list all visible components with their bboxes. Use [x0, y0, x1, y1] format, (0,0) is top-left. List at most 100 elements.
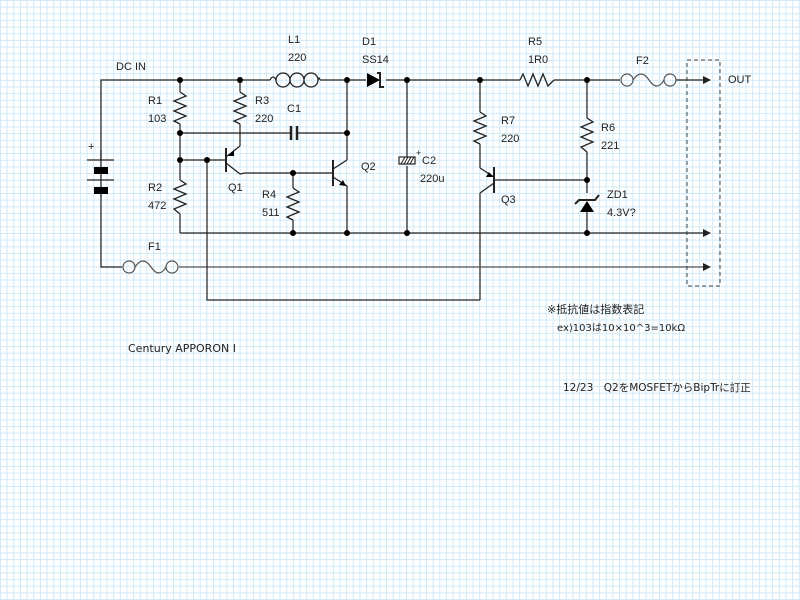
r3-value: 220: [255, 113, 273, 125]
out-arrow-bottom: [703, 263, 711, 271]
out-arrow-middle: [703, 229, 711, 237]
resistor-notation-example: ex)103は10×10^3=10kΩ: [557, 322, 685, 334]
c2-value: 220u: [420, 173, 444, 185]
r1-name: R1: [148, 95, 162, 107]
resistor-r6-zigzag: [579, 117, 595, 153]
r5-name: R5: [528, 36, 542, 48]
f1-name: F1: [148, 241, 161, 253]
resistor-r3-zigzag: [232, 91, 248, 125]
notes: ※抵抗値は指数表記 ex)103は10×10^3=10kΩ Century AP…: [128, 302, 751, 394]
r5-value: 1R0: [528, 54, 548, 66]
transistor-q3-collector: [479, 182, 495, 194]
junction-dot: [177, 130, 183, 136]
r4-value: 511: [262, 207, 280, 219]
junction-dot: [237, 77, 243, 83]
d1-name: D1: [362, 36, 376, 48]
junction-dot: [177, 157, 183, 163]
junctions: [177, 77, 590, 236]
junction-dot: [344, 230, 350, 236]
junction-dot: [584, 177, 590, 183]
resistor-r5: [519, 72, 555, 88]
junction-dot: [344, 77, 350, 83]
fuse-f2-right-end: [663, 73, 677, 87]
fuse-f2-wave: [632, 73, 665, 87]
l1-name: L1: [288, 34, 300, 46]
labels: DC IN OUT R1 103 R2 472 R3 220 R4 511 R5…: [116, 34, 752, 253]
inductor-l1-coils: [269, 72, 321, 88]
resistor-r2: [172, 179, 188, 215]
diode-d1-bar: [377, 72, 384, 88]
q3-name: Q3: [501, 194, 516, 206]
r6-value: 221: [601, 140, 619, 152]
inductor-l1: [269, 72, 321, 88]
q1-name: Q1: [228, 182, 243, 194]
resistor-r4-zigzag: [285, 187, 301, 221]
transistor-q1-collector: [225, 162, 241, 175]
f2-name: F2: [636, 55, 649, 67]
out-label: OUT: [728, 74, 752, 86]
fuse-f1-right-end: [165, 260, 179, 274]
output-connector-box: [686, 59, 721, 287]
diode-d1: [367, 72, 384, 88]
r2-name: R2: [148, 182, 162, 194]
wire-bottom-left: [100, 207, 122, 268]
zener-diode-zd1: [574, 194, 600, 212]
junction-dot: [477, 77, 483, 83]
capacitor-c2-hatch: [400, 156, 415, 165]
fuse-f1-left-end: [122, 260, 136, 274]
resistor-r1: [172, 91, 188, 125]
transistor-q1-arrow: [228, 150, 234, 156]
fuse-f2-left-end: [620, 73, 634, 87]
transistor-q3: [479, 167, 495, 194]
resistor-r5-zigzag: [519, 72, 555, 88]
l1-value: 220: [288, 52, 306, 64]
junction-dot: [344, 130, 350, 136]
battery-cell-bottom: [94, 187, 108, 194]
c2-name: C2: [422, 155, 436, 167]
c2-polarity: +: [416, 148, 421, 158]
fuse-f1: [122, 260, 179, 274]
battery-symbol: +: [87, 141, 114, 207]
r7-name: R7: [501, 115, 515, 127]
d1-value: SS14: [362, 54, 389, 66]
r2-value: 472: [148, 200, 166, 212]
resistor-notation-note: ※抵抗値は指数表記: [547, 302, 644, 316]
transistor-q2: [332, 159, 348, 187]
junction-dot: [404, 77, 410, 83]
diagram-title: Century APPORON I: [128, 342, 236, 355]
c1-name: C1: [287, 103, 301, 115]
resistor-r7: [472, 111, 488, 145]
capacitor-c1: [287, 126, 301, 140]
r3-name: R3: [255, 95, 269, 107]
resistor-r1-zigzag: [172, 91, 188, 125]
r7-value: 220: [501, 133, 519, 145]
resistor-r4: [285, 187, 301, 221]
zd1-value: 4.3V?: [607, 207, 636, 219]
transistor-q1: [225, 145, 241, 175]
transistor-q2-arrow: [339, 180, 346, 186]
transistor-q3-arrow: [486, 172, 493, 177]
resistor-r3: [232, 91, 248, 125]
revision-note: 12/23 Q2をMOSFETからBipTrに訂正: [563, 381, 751, 394]
wire-top-rail-left: [100, 79, 270, 197]
resistor-r2-zigzag: [172, 179, 188, 215]
junction-dot: [204, 157, 210, 163]
resistor-r7-zigzag: [472, 111, 488, 145]
r6-name: R6: [601, 122, 615, 134]
out-arrow-top: [703, 76, 711, 84]
wires: [100, 76, 711, 301]
fuse-f2: [620, 73, 677, 87]
battery-plus-label: +: [88, 141, 94, 153]
battery-cell-top: [94, 167, 108, 174]
zd1-name: ZD1: [607, 189, 628, 201]
junction-dot: [177, 77, 183, 83]
junction-dot: [584, 230, 590, 236]
junction-dot: [290, 230, 296, 236]
zener-zd1-triangle: [580, 201, 594, 212]
wire-q1c-to-q2b: [239, 172, 333, 175]
junction-dot: [404, 230, 410, 236]
capacitor-c2: [398, 156, 416, 165]
transistor-q2-collector: [332, 159, 348, 170]
resistor-r6: [579, 117, 595, 153]
